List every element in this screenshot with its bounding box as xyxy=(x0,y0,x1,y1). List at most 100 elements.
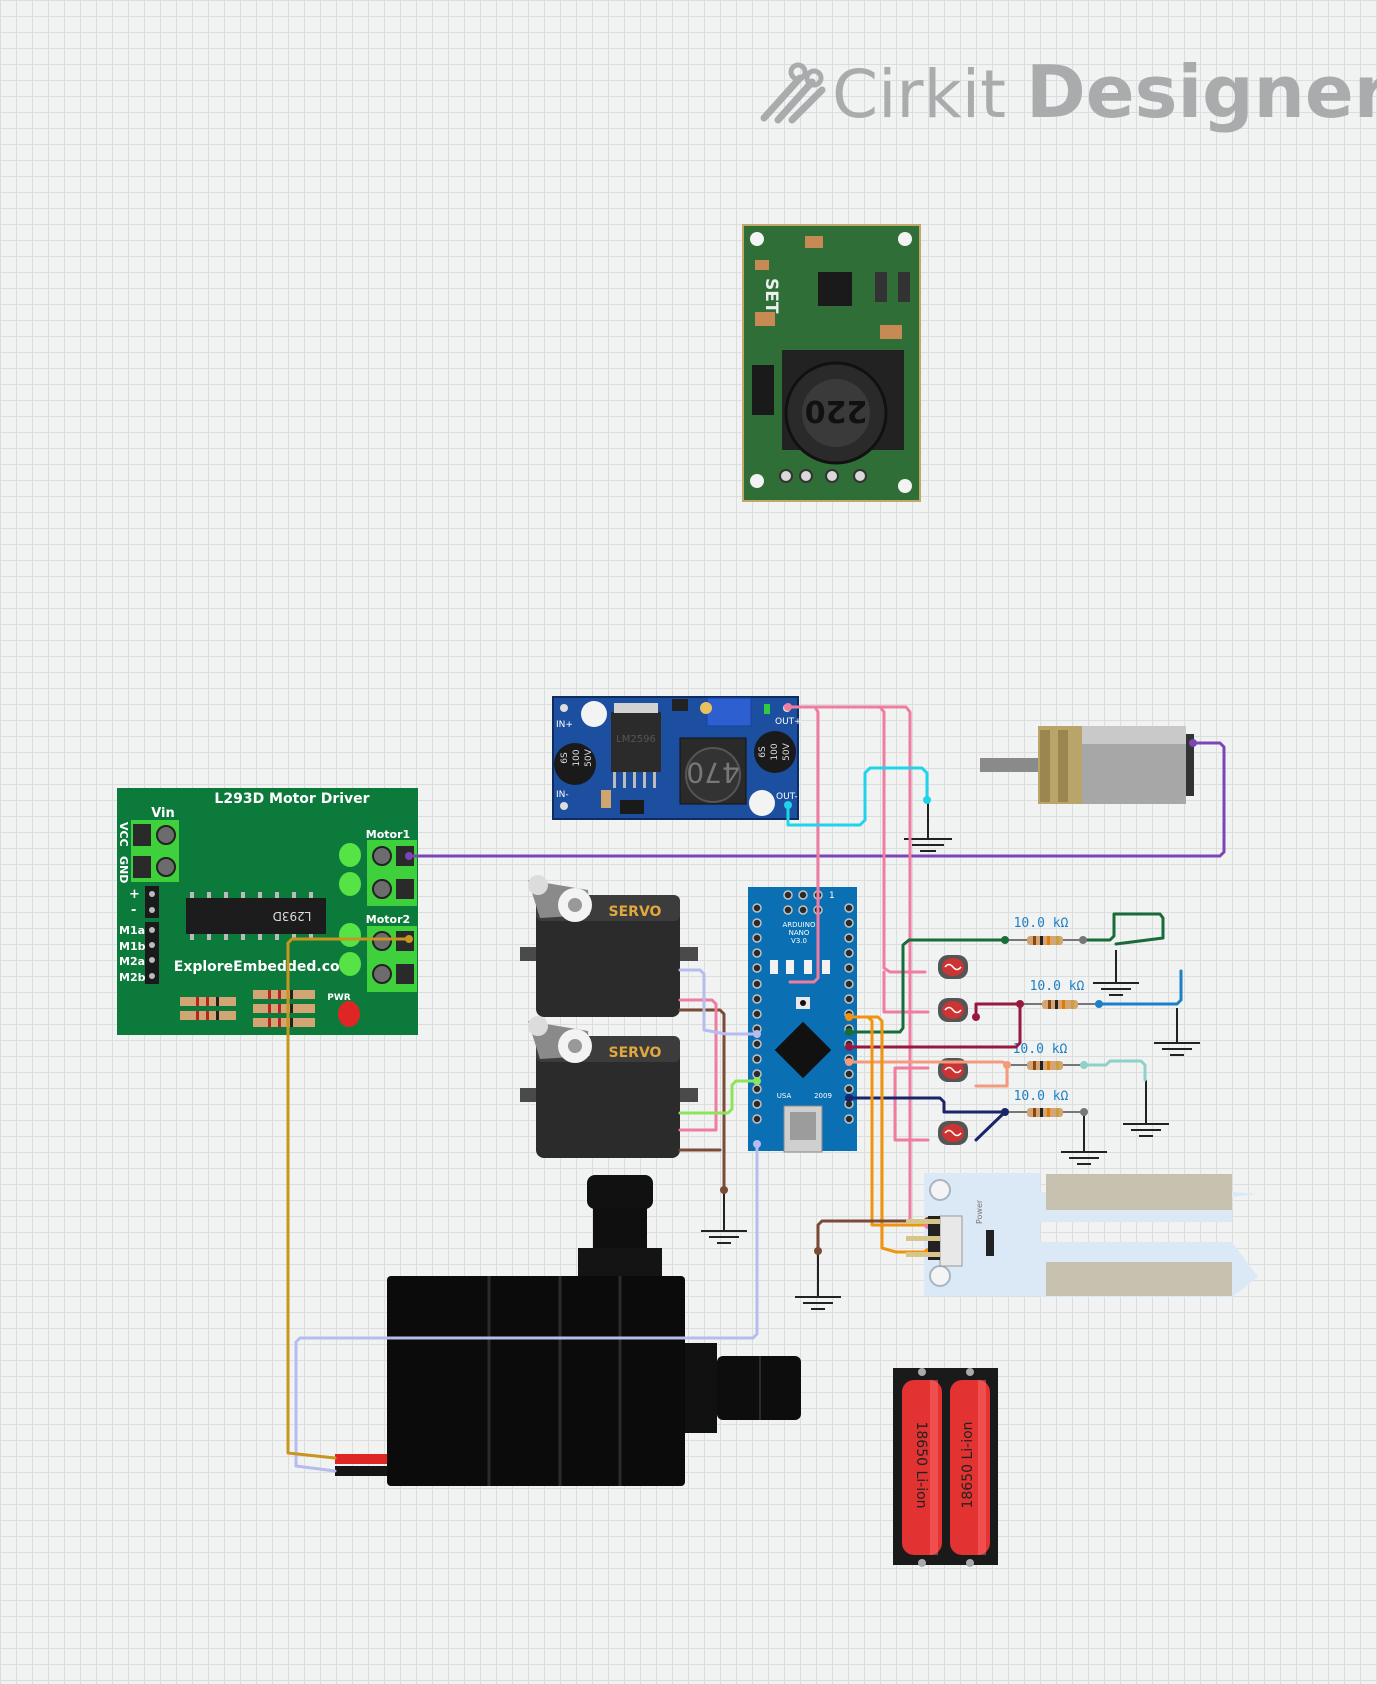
buck-cap-left-series: 6S xyxy=(560,752,570,764)
wire-red-servo xyxy=(678,998,718,1132)
ldr-3[interactable] xyxy=(938,1058,968,1082)
wire-maroon xyxy=(847,1002,1022,1049)
driver-resistors xyxy=(180,990,315,1027)
wire-light-green xyxy=(678,1079,759,1115)
ground-symbol-r1 xyxy=(1093,950,1139,996)
driver-vcc-label: VCC xyxy=(117,822,130,847)
nano-name-line3: V3.0 xyxy=(791,937,807,945)
driver-pin-m1b: M1b xyxy=(119,940,146,953)
gear-motor[interactable] xyxy=(980,726,1194,804)
soil-power-label: Power xyxy=(975,1199,984,1224)
wire-orange-2 xyxy=(847,1015,930,1227)
photoresistors xyxy=(938,955,968,1145)
nano-name-line2: NANO xyxy=(789,929,810,937)
ground-symbol-servo xyxy=(701,1190,747,1244)
nano-year-label: 2009 xyxy=(814,1092,832,1100)
buck-cap-right-value: 100 xyxy=(770,743,780,760)
buck-chip-text: LM2596 xyxy=(616,734,656,745)
buck-pin-out-minus: OUT- xyxy=(776,792,798,802)
driver-gnd-label: GND xyxy=(117,856,130,883)
resistor-1[interactable]: 10.0 kΩ xyxy=(1005,916,1083,945)
driver-vin-label: Vin xyxy=(151,806,175,821)
wire-dark-green-loop xyxy=(1081,912,1165,946)
wire-pink-ldr3 xyxy=(893,1066,930,1142)
wire-lavender-pump xyxy=(294,1142,759,1473)
arduino-nano[interactable]: 1 ARDUINO NANO V3.0 USA 2009 xyxy=(748,887,857,1153)
water-pump[interactable] xyxy=(335,1175,801,1486)
wire-brown-soil xyxy=(816,1219,930,1253)
driver-motor1-label: Motor1 xyxy=(366,828,410,841)
driver-minus-label: - xyxy=(131,903,136,918)
wire-light-teal xyxy=(1082,1059,1147,1082)
resistor-3-label: 10.0 kΩ xyxy=(1013,1042,1068,1057)
buck-converter[interactable]: LM2596 470 100 50V 6S 100 50V 6S IN+ IN-… xyxy=(552,696,802,820)
buck-pin-in-minus: IN- xyxy=(556,790,569,800)
driver-pin-m2a: M2a xyxy=(119,955,145,968)
logo-word-designer: Designer xyxy=(1026,50,1377,134)
resistor-2[interactable]: 10.0 kΩ xyxy=(1020,979,1099,1009)
nano-name-line1: ARDUINO xyxy=(783,921,816,929)
driver-pwr-label: PWR xyxy=(327,993,351,1003)
wire-navy xyxy=(847,1096,1007,1114)
servo-top-label: SERVO xyxy=(609,904,662,920)
ground-symbol-buck xyxy=(904,800,952,852)
soil-sensor-header xyxy=(906,1216,940,1260)
charger-module[interactable]: 220 SET xyxy=(742,224,921,502)
battery-holder[interactable]: 18650 Li-ion 18650 Li-ion xyxy=(893,1368,998,1567)
ground-symbol-r2 xyxy=(1154,1008,1200,1056)
resistor-1-label: 10.0 kΩ xyxy=(1014,916,1069,931)
resistor-4[interactable]: 10.0 kΩ xyxy=(1005,1089,1084,1117)
wire-brown-servo xyxy=(678,1008,726,1192)
logo-icon xyxy=(760,62,826,124)
buck-cap-left-value: 100 xyxy=(572,749,582,766)
driver-pin-m1a: M1a xyxy=(119,924,145,937)
driver-plus-label: + xyxy=(129,887,140,902)
servo-bottom[interactable]: SERVO xyxy=(520,1016,698,1158)
ground-symbols xyxy=(701,800,1200,1310)
wire-cyan-gnd xyxy=(786,766,929,827)
buck-pin-in-plus: IN+ xyxy=(556,720,573,730)
nano-usa-label: USA xyxy=(777,1092,792,1100)
resistors: 10.0 kΩ 10.0 kΩ 10.0 kΩ 10.0 kΩ xyxy=(1005,916,1099,1117)
driver-brand: ExploreEmbedded.com xyxy=(174,959,354,975)
servo-top[interactable]: SERVO xyxy=(520,875,698,1017)
driver-pin-m2b: M2b xyxy=(119,971,146,984)
ground-symbol-r3 xyxy=(1123,1080,1169,1137)
ground-symbol-soil xyxy=(795,1251,841,1310)
servo-bottom-label: SERVO xyxy=(609,1045,662,1061)
nano-pins-left xyxy=(752,903,762,1124)
resistor-3[interactable]: 10.0 kΩ xyxy=(1005,1042,1084,1070)
soil-moisture-sensor[interactable]: Power xyxy=(924,1173,1258,1297)
driver-chip-label: L293D xyxy=(273,909,312,923)
battery-cell-1-label: 18650 Li-ion xyxy=(913,1421,929,1508)
resistor-2-label: 10.0 kΩ xyxy=(1030,979,1085,994)
battery-cell-2-label: 18650 Li-ion xyxy=(960,1421,976,1508)
cirkit-designer-logo: Cirkit Designer xyxy=(760,50,1377,134)
driver-title: L293D Motor Driver xyxy=(214,791,369,807)
wire-lavender-servo xyxy=(678,968,759,1036)
wire-blue xyxy=(1097,969,1183,1006)
l293d-motor-driver[interactable]: L293D Motor Driver Vin VCC GND + - M1a M… xyxy=(117,788,418,1035)
wire-pink-ldr2 xyxy=(882,970,930,1014)
buck-cap-left-voltage: 50V xyxy=(584,748,594,766)
wire-orange xyxy=(847,1015,930,1254)
wire-dark-green xyxy=(847,938,1007,1034)
buck-cap-right-series: 6S xyxy=(758,746,768,758)
wire-gold-pump xyxy=(286,937,411,1460)
wire-junctions xyxy=(405,703,1197,1256)
wire-navy-ldr xyxy=(974,1110,1007,1142)
buck-cap-right-voltage: 50V xyxy=(782,742,792,760)
resistor-4-label: 10.0 kΩ xyxy=(1014,1089,1069,1104)
ldr-4[interactable] xyxy=(938,1121,968,1145)
driver-motor2-label: Motor2 xyxy=(366,913,410,926)
wire-purple-motor xyxy=(407,741,1226,858)
charger-inductor-code: 220 xyxy=(805,393,868,428)
logo-word-cirkit: Cirkit xyxy=(832,56,1006,133)
nano-pin1-label: 1 xyxy=(829,891,835,901)
ground-symbol-r4 xyxy=(1061,1112,1107,1165)
buck-inductor-code: 470 xyxy=(686,756,739,789)
buck-pin-out-plus: OUT+ xyxy=(775,717,802,727)
ldr-1[interactable] xyxy=(938,955,968,979)
ldr-2[interactable] xyxy=(938,998,968,1022)
